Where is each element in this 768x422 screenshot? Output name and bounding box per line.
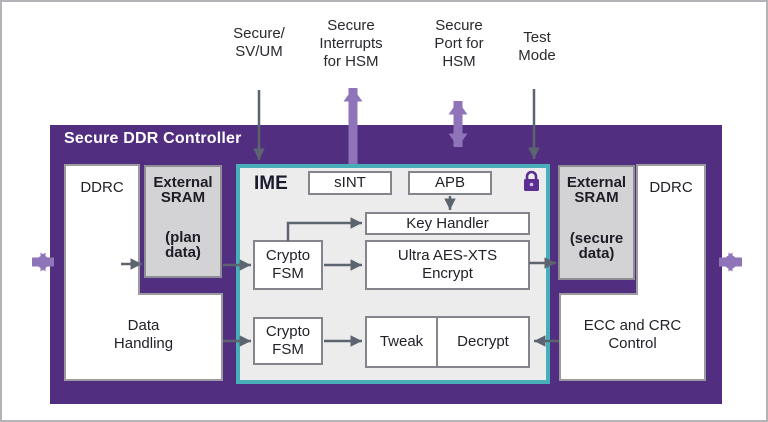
external-sram-plan-subtitle: (plan data) — [165, 229, 201, 261]
external-sram-secure-title: External SRAM — [566, 174, 627, 206]
crypto-fsm-top-box: Crypto FSM — [253, 240, 323, 290]
ecc-crc-control-label: ECC and CRC Control — [583, 317, 682, 352]
controller-title: Secure DDR Controller — [64, 130, 242, 147]
data-handling-label: Data Handling — [113, 317, 174, 352]
ime-box: IME sINT APB Key Handler Crypto FSM Ultr… — [236, 164, 550, 384]
decrypt-cell: Decrypt — [457, 333, 509, 350]
label-secure-sv-um: Secure/ SV/UM — [233, 25, 285, 60]
ime-label: IME — [254, 173, 288, 194]
key-handler-box: Key Handler — [365, 212, 530, 235]
label-secure-port-hsm: Secure Port for HSM — [434, 17, 484, 70]
ddrc-right-label: DDRC — [649, 179, 693, 196]
tweak-cell: Tweak — [367, 318, 438, 366]
external-sram-plan-box: External SRAM (plan data) — [144, 165, 222, 278]
external-sram-secure-box: External SRAM (secure data) — [558, 165, 635, 280]
apb-box: APB — [408, 171, 492, 195]
external-sram-secure-subtitle: (secure data) — [569, 230, 624, 262]
external-sram-plan-title: External SRAM — [153, 174, 213, 206]
label-test-mode: Test Mode — [518, 29, 556, 64]
tweak-decrypt-box: Tweak Decrypt — [365, 316, 530, 368]
sint-box: sINT — [308, 171, 392, 195]
label-secure-interrupts-hsm: Secure Interrupts for HSM — [319, 17, 383, 70]
lock-icon — [523, 170, 540, 197]
crypto-fsm-bottom-box: Crypto FSM — [253, 317, 323, 365]
aes-xts-encrypt-box: Ultra AES-XTS Encrypt — [365, 240, 530, 290]
ddrc-left-label: DDRC — [80, 179, 124, 196]
